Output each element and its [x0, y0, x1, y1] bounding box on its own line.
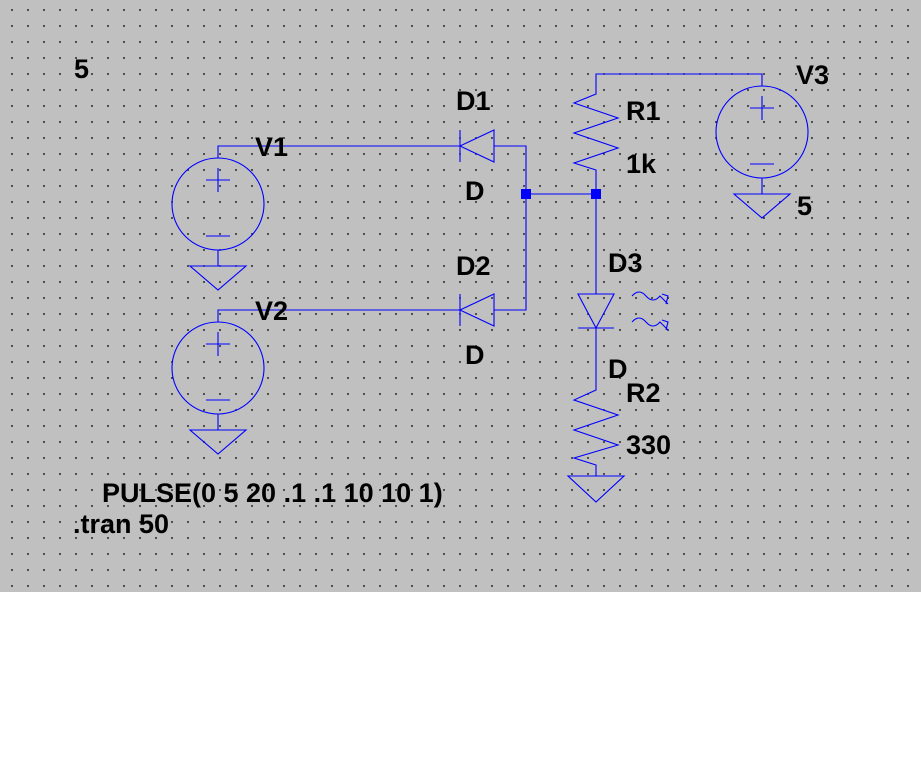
wire-r1-v3[interactable] [595, 73, 763, 86]
wire-v1-d1[interactable] [217, 145, 460, 158]
junction-node-right[interactable] [591, 189, 601, 199]
voltage-source-v3[interactable] [715, 85, 809, 219]
v2-name-label[interactable]: V2 [255, 296, 289, 326]
wire-d2-junction[interactable] [494, 194, 527, 311]
d3-model-label[interactable]: D [608, 354, 628, 384]
d3-name-label[interactable]: D3 [608, 248, 643, 278]
resistor-r2[interactable] [566, 378, 626, 503]
r1-value-label[interactable]: 1k [626, 149, 657, 179]
d2-model-label[interactable]: D [465, 340, 485, 370]
schematic-canvas[interactable]: 5 V1 V2 V3 5 D1 D D2 D D3 D R1 1k R2 330… [0, 0, 921, 592]
wire-v2-d2[interactable] [217, 309, 460, 322]
led-d3[interactable] [577, 291, 669, 331]
blank-area [0, 592, 921, 768]
v2-pulse-value-label[interactable]: PULSE(0 5 20 .1 .1 10 10 1) [102, 478, 443, 508]
voltage-source-v2[interactable] [171, 321, 265, 455]
r2-value-label[interactable]: 330 [626, 430, 672, 460]
r1-name-label[interactable]: R1 [626, 96, 661, 126]
junction-node-left[interactable] [521, 189, 531, 199]
v3-name-label[interactable]: V3 [796, 60, 830, 90]
voltage-source-v1[interactable] [171, 157, 265, 291]
v1-name-label[interactable]: V1 [255, 132, 289, 162]
d2-name-label[interactable]: D2 [456, 251, 491, 281]
tran-directive-label[interactable]: .tran 50 [73, 509, 170, 539]
d1-model-label[interactable]: D [465, 176, 485, 206]
diode-d2[interactable] [458, 293, 495, 327]
d1-name-label[interactable]: D1 [456, 86, 491, 116]
resistor-r1[interactable] [572, 86, 620, 178]
schematic-drawing [171, 73, 809, 503]
v1-value-label[interactable]: 5 [74, 54, 90, 84]
diode-d1[interactable] [458, 129, 495, 163]
r2-name-label[interactable]: R2 [626, 378, 661, 408]
wire-d1-junction[interactable] [494, 145, 527, 194]
v3-value-label[interactable]: 5 [797, 191, 813, 221]
wires [217, 73, 763, 378]
